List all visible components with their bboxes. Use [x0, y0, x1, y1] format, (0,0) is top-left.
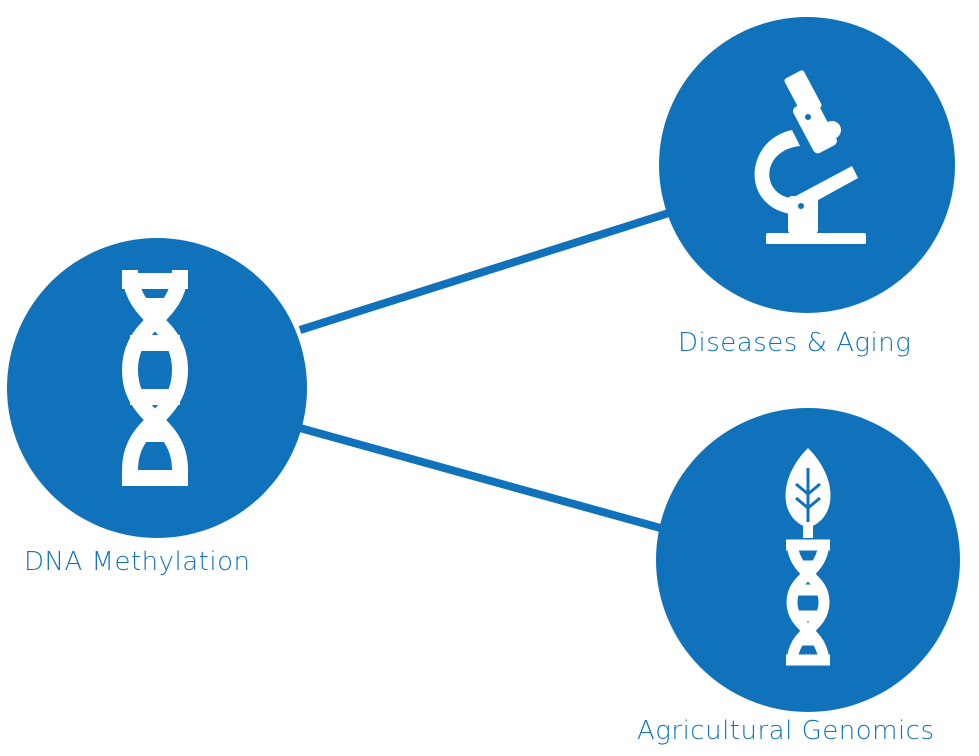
node-diseases-aging [659, 17, 955, 313]
microscope-icon [754, 70, 866, 244]
microscope-details [798, 114, 811, 209]
node-dna-methylation [7, 238, 307, 538]
diseases-aging-label: Diseases & Aging [678, 328, 912, 358]
edge-dna-to-agri [298, 424, 666, 533]
dna-methylation-label: DNA Methylation [24, 547, 251, 577]
leaf-dna-icon [785, 448, 831, 666]
edge-dna-to-diseases [298, 208, 674, 334]
node-agricultural-genomics [656, 408, 960, 712]
node-circle [656, 408, 960, 712]
node-circle [7, 238, 307, 538]
agricultural-genomics-label: Agricultural Genomics [637, 716, 935, 746]
dna-helix-icon [121, 269, 189, 486]
node-circle [659, 17, 955, 313]
